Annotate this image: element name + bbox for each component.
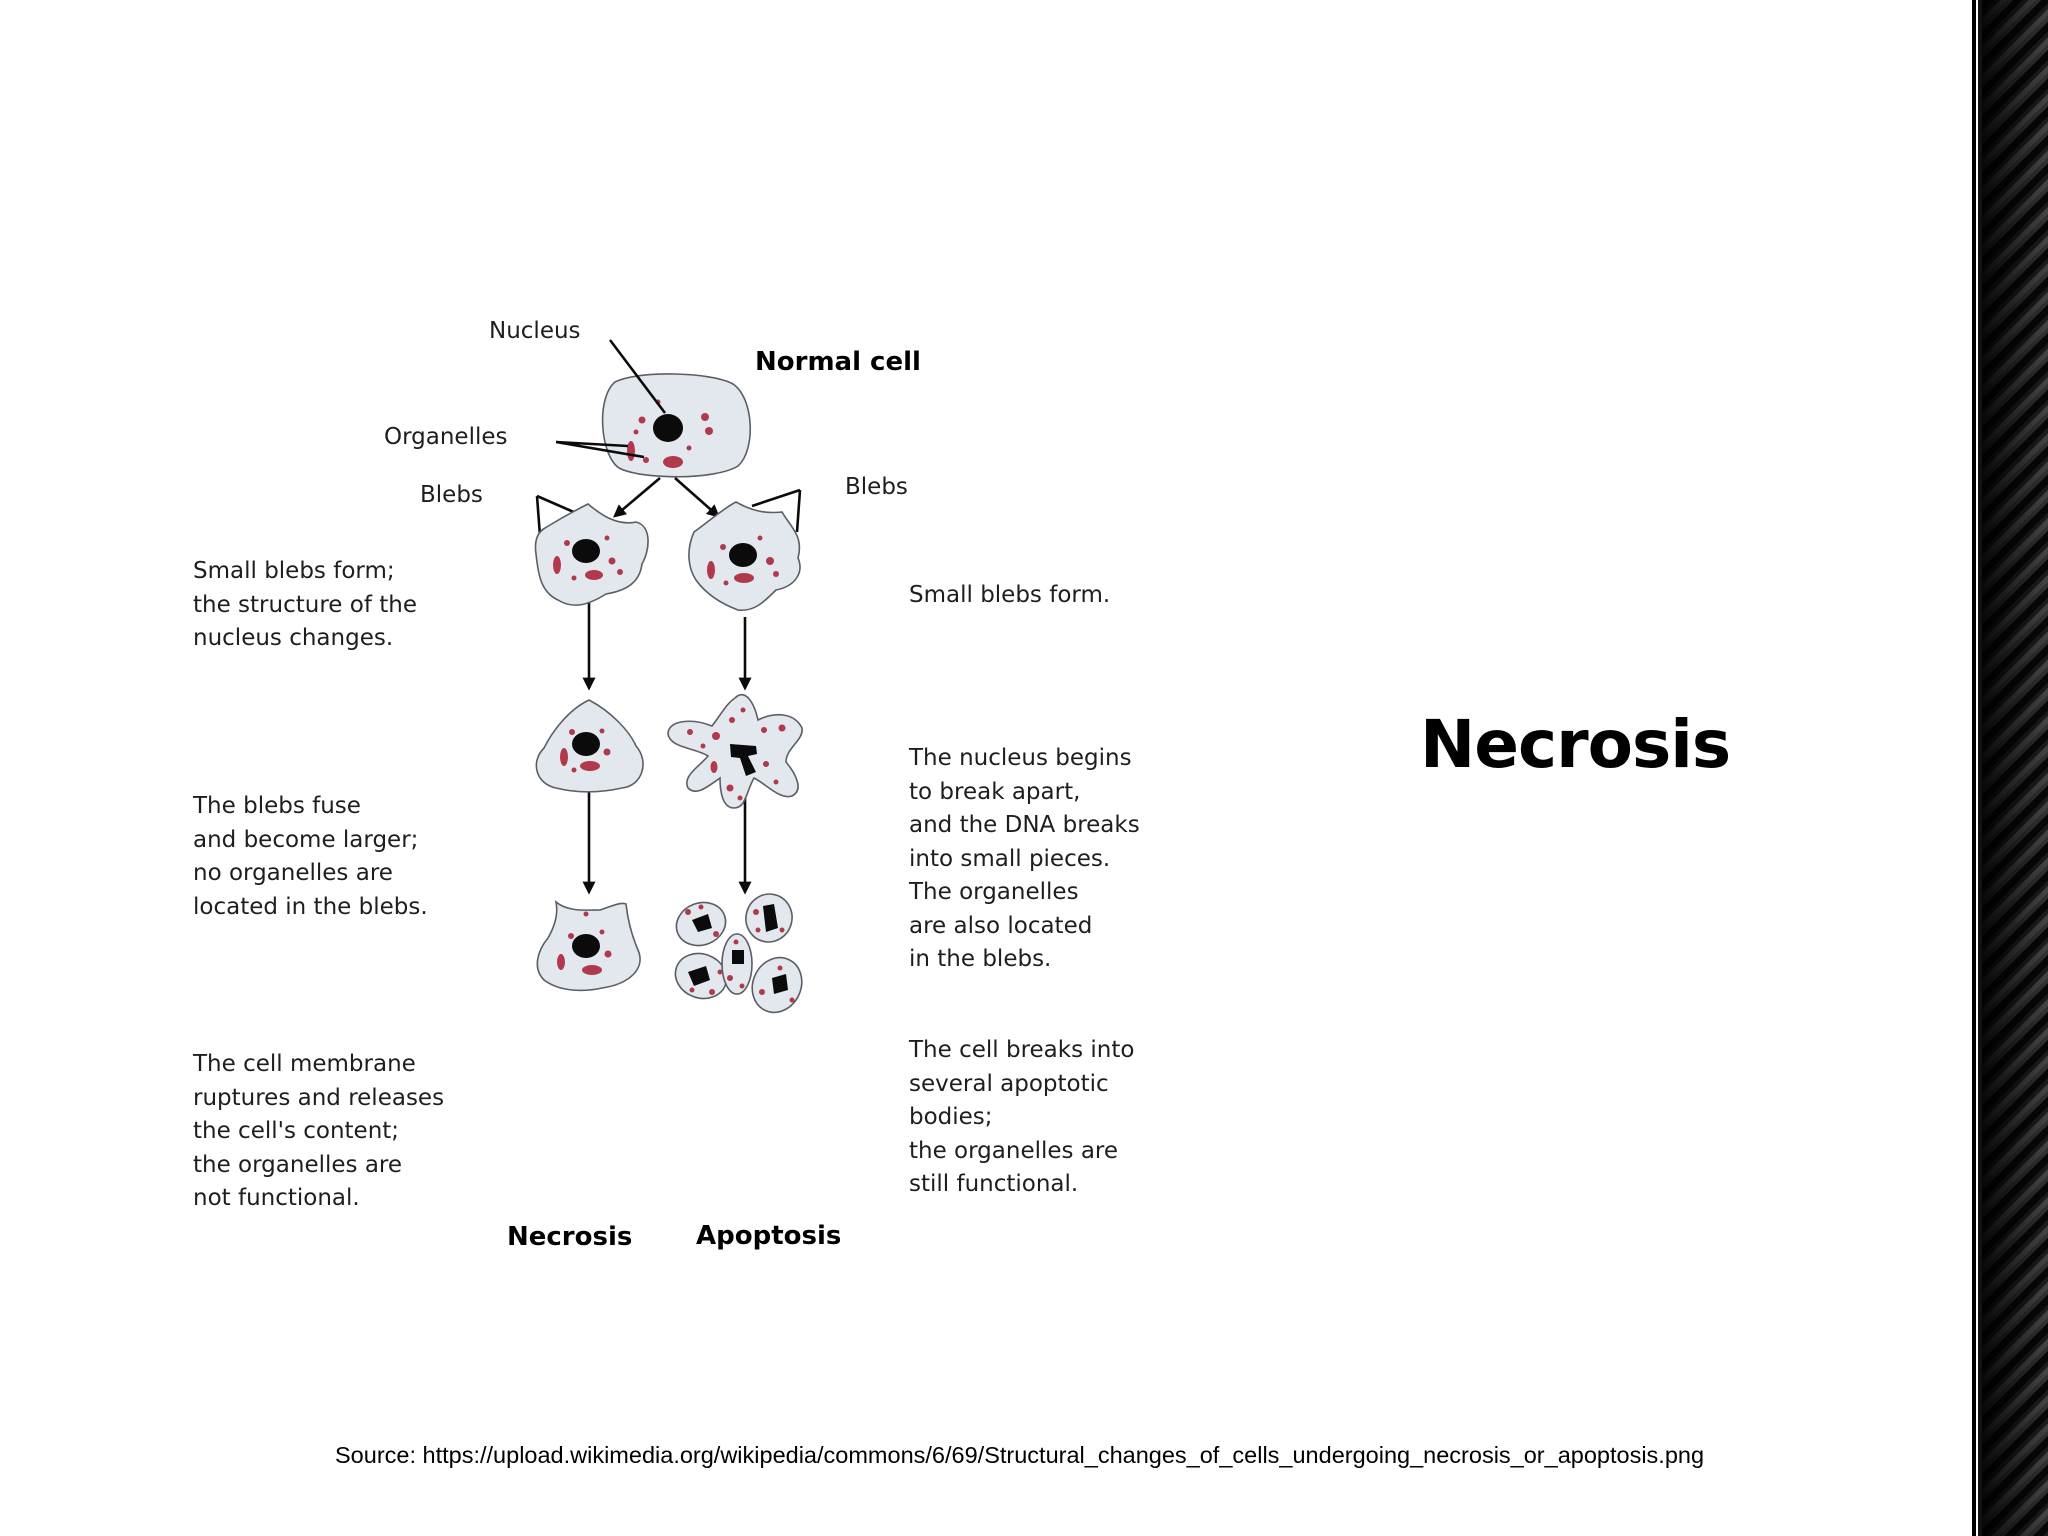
text-line: Small blebs form. xyxy=(909,582,1111,608)
diagram-graphics xyxy=(534,339,803,1014)
text-line: no organelles are xyxy=(193,860,393,886)
text-line: bodies; xyxy=(909,1104,993,1130)
source-citation: Source: https://upload.wikimedia.org/wik… xyxy=(335,1442,1705,1468)
arrow-to-necrosis xyxy=(613,477,661,518)
apoptosis-label: Apoptosis xyxy=(696,1221,842,1251)
blebs-right-label: Blebs xyxy=(845,474,908,500)
apoptosis-step-3-text: The cell breaks into several apoptotic b… xyxy=(909,1034,1134,1202)
normal-cell xyxy=(601,373,752,478)
apoptosis-cell-1 xyxy=(688,501,801,612)
necrosis-cell-2 xyxy=(535,699,644,793)
text-line: ruptures and releases xyxy=(193,1084,445,1111)
text-line: to break apart, xyxy=(909,778,1081,805)
blebs-left-label: Blebs xyxy=(420,482,483,508)
text-line: into small pieces. xyxy=(909,845,1111,872)
necrosis-cell-1 xyxy=(534,503,649,606)
text-line: the organelles are xyxy=(193,1151,403,1178)
arrow-to-apoptosis xyxy=(674,477,720,518)
text-line: are also located xyxy=(909,912,1093,939)
text-line: and become larger; xyxy=(193,826,419,853)
text-line: still functional. xyxy=(909,1171,1079,1197)
text-line: The nucleus begins xyxy=(909,745,1132,771)
organelles-label: Organelles xyxy=(384,424,508,450)
text-line: located in the blebs. xyxy=(193,893,428,920)
text-line: The cell membrane xyxy=(193,1051,416,1077)
text-line: The organelles xyxy=(909,879,1079,905)
text-line: several apoptotic xyxy=(909,1070,1109,1097)
decorative-edge-pattern xyxy=(1972,0,2048,1536)
text-line: the structure of the xyxy=(193,591,417,618)
slide-title: Necrosis xyxy=(1420,706,1731,783)
text-line: and the DNA breaks xyxy=(909,812,1140,838)
apoptosis-step-2-text: The nucleus begins to break apart, and t… xyxy=(909,742,1140,977)
nucleus-pointer xyxy=(608,339,667,414)
normal-cell-label: Normal cell xyxy=(755,347,921,377)
text-line: the organelles are xyxy=(909,1137,1119,1164)
apoptotic-bodies xyxy=(674,893,803,1014)
blebs-left-pointer xyxy=(535,494,577,537)
blebs-right-pointer xyxy=(751,488,802,533)
cell-death-diagram: Nucleus Normal cell Organelles Blebs Ble… xyxy=(160,300,1160,1280)
text-line: not functional. xyxy=(193,1185,360,1211)
apoptosis-step-1-text: Small blebs form. xyxy=(909,579,1110,613)
apoptosis-cell-2 xyxy=(667,693,803,809)
necrosis-step-3-text: The cell membrane ruptures and releases … xyxy=(193,1048,444,1216)
necrosis-cell-3 xyxy=(536,899,641,992)
necrosis-label: Necrosis xyxy=(507,1222,633,1252)
necrosis-step-1-text: Small blebs form; the structure of the n… xyxy=(193,555,417,656)
nucleus-label: Nucleus xyxy=(489,318,581,344)
decorative-edge-border xyxy=(1972,0,1982,1536)
organelles-pointer xyxy=(555,440,645,459)
text-line: Small blebs form; xyxy=(193,558,395,584)
text-line: nucleus changes. xyxy=(193,625,394,651)
text-line: the cell's content; xyxy=(193,1118,400,1144)
necrosis-step-2-text: The blebs fuse and become larger; no org… xyxy=(193,790,428,924)
text-line: in the blebs. xyxy=(909,946,1052,972)
text-line: The cell breaks into xyxy=(909,1037,1135,1063)
text-line: The blebs fuse xyxy=(193,793,361,819)
